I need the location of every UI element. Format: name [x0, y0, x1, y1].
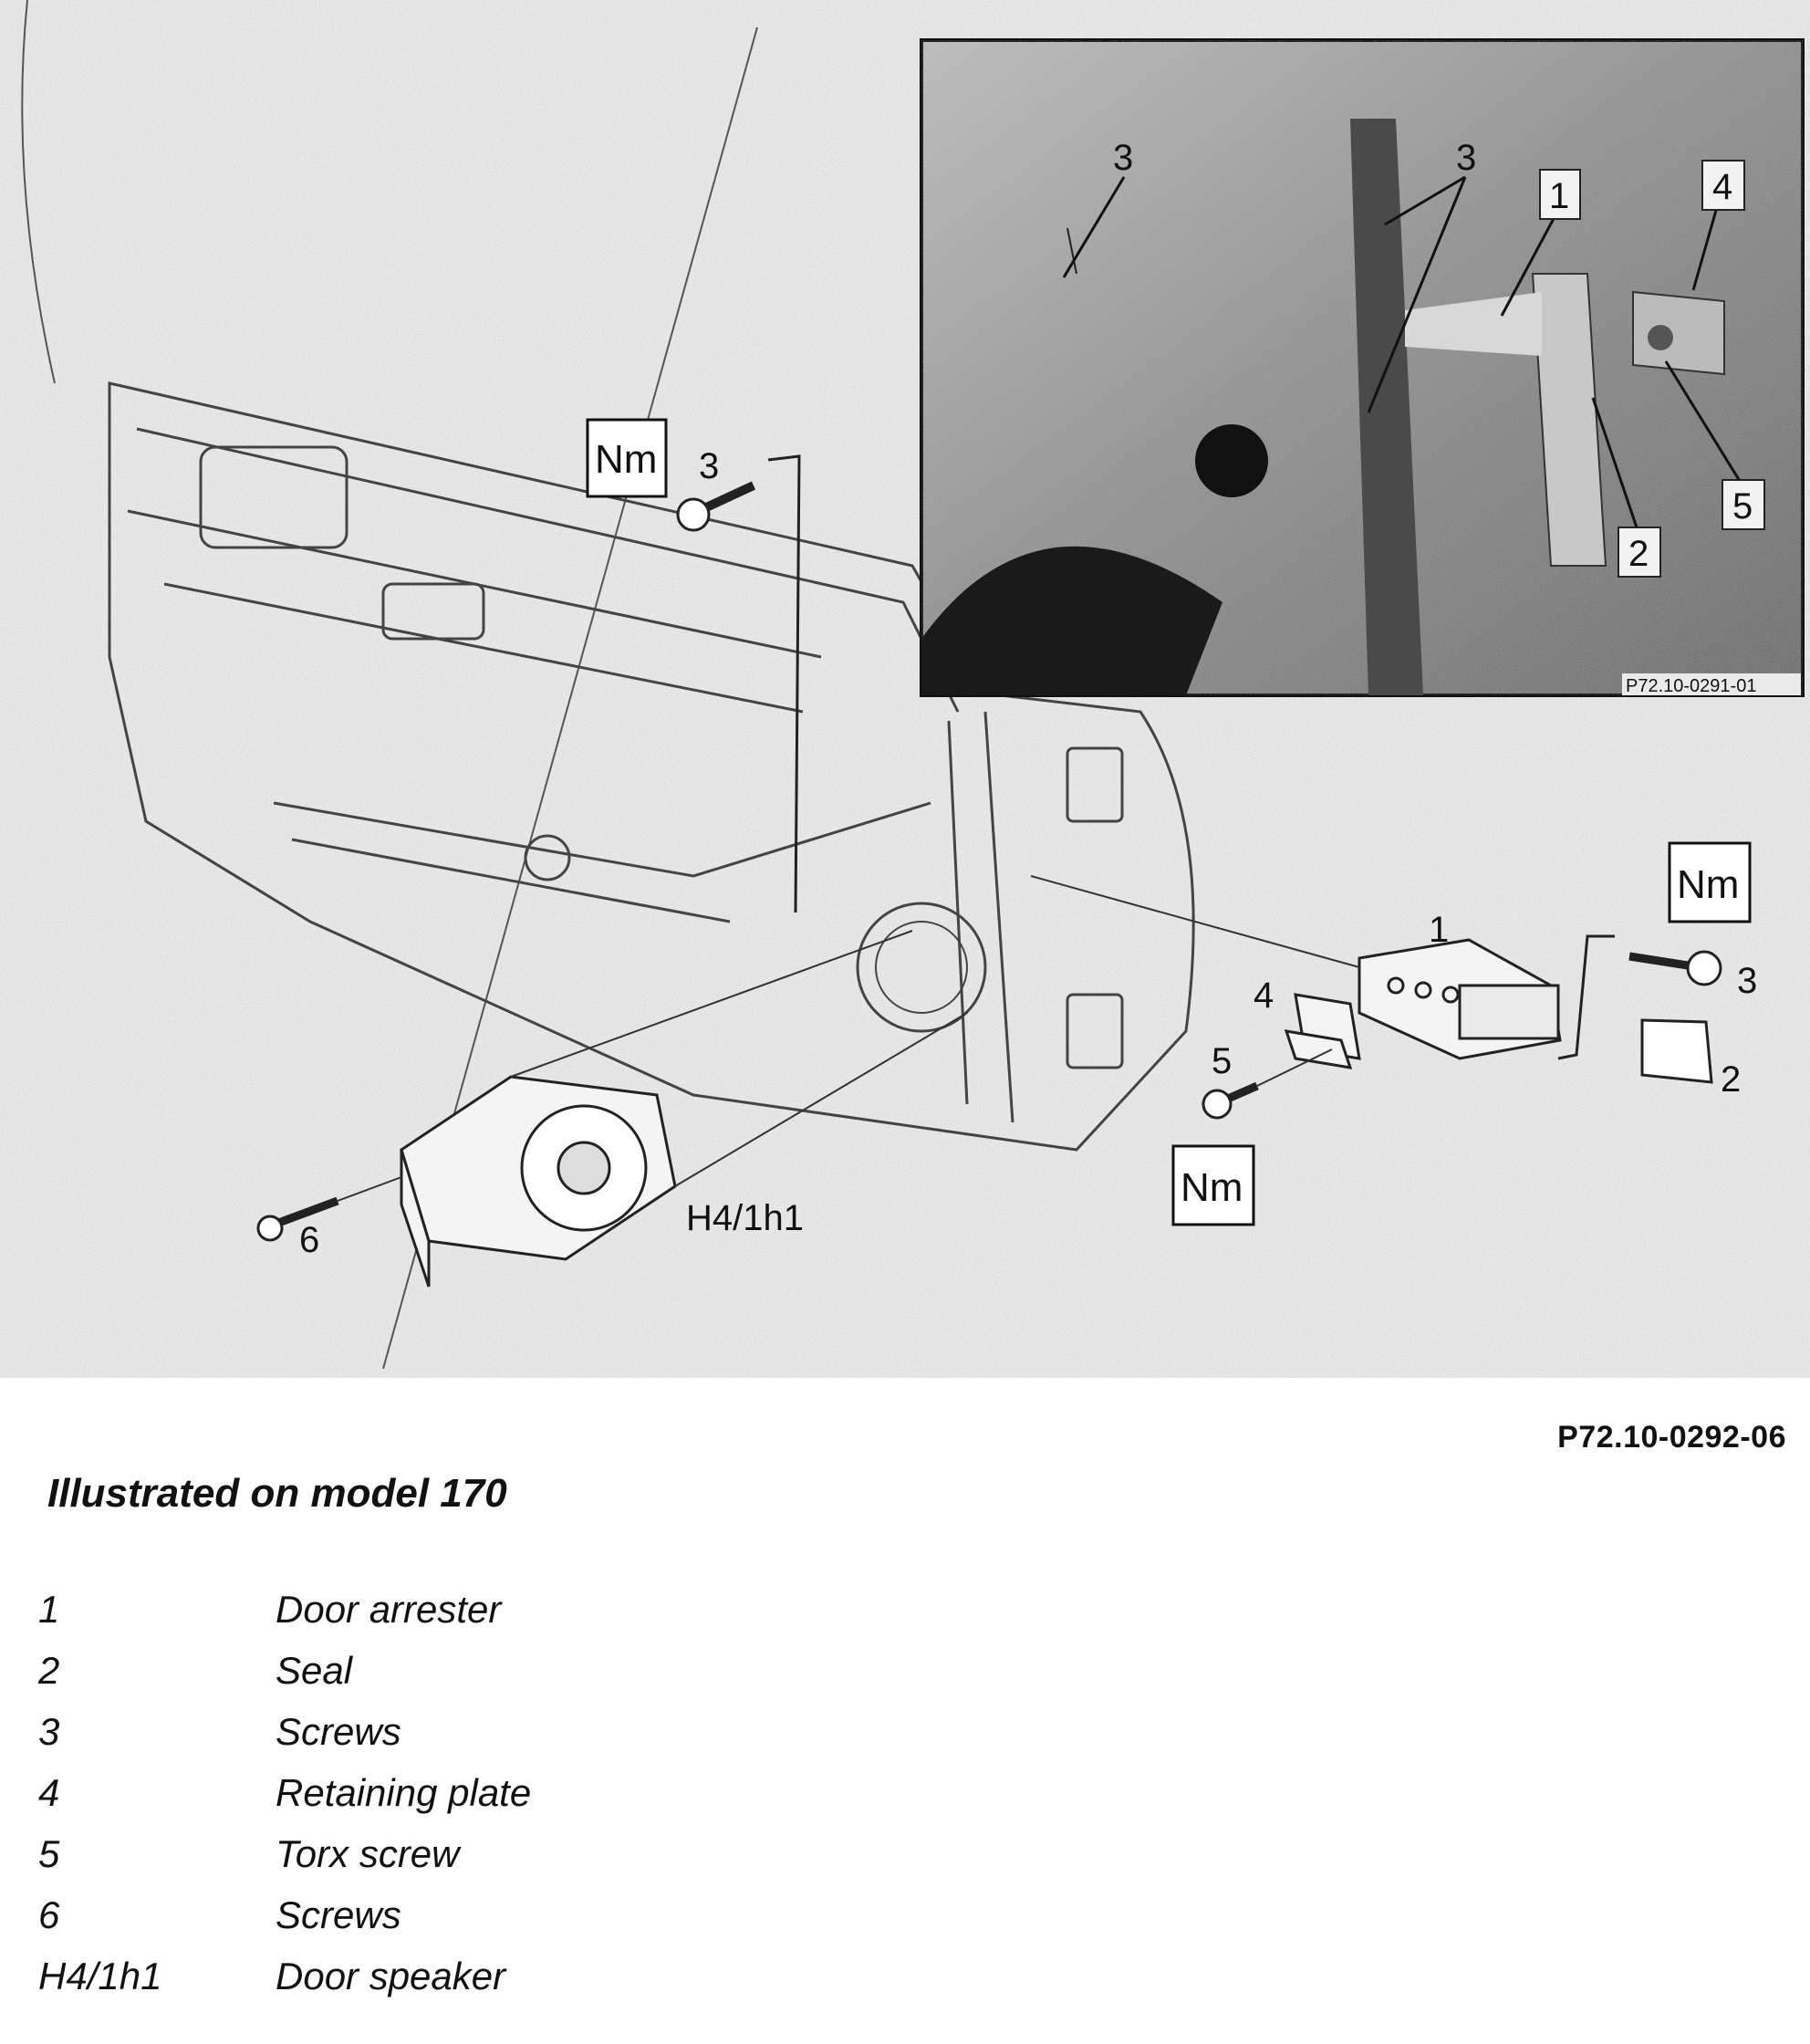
- photo-code: P72.10-0291-01: [1626, 676, 1756, 696]
- torque-box-right-label: Nm: [1677, 862, 1739, 907]
- photo-code-bg: [1622, 673, 1801, 695]
- callout-3-upper: 3: [699, 446, 719, 486]
- torque-box-right: Nm: [1668, 841, 1752, 923]
- retaining-plate: [1284, 993, 1361, 1069]
- photo-callout-3b: 3: [1456, 138, 1476, 178]
- torque-box-upper: Nm: [586, 418, 668, 498]
- door-speaker: [400, 1075, 677, 1288]
- photo-callout-5-box: [1722, 479, 1765, 530]
- legend-key: 6: [38, 1893, 60, 1936]
- legend-key: 2: [38, 1649, 60, 1692]
- screw-3-upper: [676, 454, 801, 913]
- speaker-opening-inner: [875, 921, 968, 1014]
- screw-6: [256, 1176, 402, 1242]
- photo-callout-1: 1: [1549, 176, 1569, 216]
- scan-bottom-edge: [0, 1378, 1810, 1405]
- legend-item: 6 Screws: [38, 1893, 859, 1955]
- legend-item: 2 Seal: [38, 1649, 859, 1710]
- legend-item: 4 Retaining plate: [38, 1771, 859, 1832]
- callout-2: 2: [1721, 1059, 1741, 1100]
- legend-text: Retaining plate: [276, 1771, 532, 1814]
- photo-callout-4-box: [1701, 160, 1745, 211]
- exploded-diagram: 3 3 1 4 5 2 P72.10-0291-01 Nm Nm Nm 3 1 …: [0, 0, 1810, 1405]
- torx-screw: [1201, 1048, 1333, 1120]
- speaker-opening: [856, 902, 987, 1033]
- guide-curve: [21, 0, 56, 384]
- legend-text: Screws: [276, 1893, 401, 1936]
- callout-1: 1: [1429, 910, 1449, 950]
- callout-3-right: 3: [1737, 961, 1757, 1001]
- legend-item: 3 Screws: [38, 1710, 859, 1771]
- photo-leaders: [1062, 175, 1744, 534]
- diagram-svg: 3 3 1 4 5 2 P72.10-0291-01 Nm Nm Nm 3 1 …: [0, 0, 1810, 1405]
- door-arrester: [1358, 938, 1562, 1060]
- legend-item: H4/1h1 Door speaker: [38, 1955, 859, 2016]
- legend-key: 1: [38, 1588, 60, 1631]
- legend-key: 4: [38, 1771, 60, 1814]
- seal: [1640, 1018, 1713, 1084]
- photo-callout-3a: 3: [1113, 138, 1133, 178]
- torque-box-upper-label: Nm: [595, 437, 657, 482]
- photo-callout-1-box: [1539, 169, 1581, 220]
- figure-caption: Illustrated on model 170: [47, 1471, 507, 1516]
- legend-key: 5: [38, 1832, 60, 1875]
- arrester-guide-line: [1030, 875, 1360, 968]
- legend-text: Screws: [276, 1710, 401, 1753]
- legend-key: H4/1h1: [38, 1955, 162, 1997]
- legend-key: 3: [38, 1710, 60, 1753]
- speaker-guide-lines: [510, 930, 968, 1187]
- photo-callout-5: 5: [1732, 486, 1753, 527]
- callout-5: 5: [1212, 1041, 1232, 1081]
- photo-callout-4: 4: [1712, 167, 1732, 207]
- legend: 1 Door arrester 2 Seal 3 Screws 4 Retain…: [38, 1588, 859, 2016]
- screw-3-right: [1557, 934, 1722, 1060]
- photo-callout-2-box: [1618, 527, 1661, 578]
- callout-4: 4: [1253, 975, 1274, 1016]
- figure-code: P72.10-0292-06: [1557, 1420, 1786, 1455]
- legend-text: Door arrester: [276, 1588, 502, 1631]
- legend-text: Door speaker: [276, 1955, 506, 1997]
- inset-photo: [920, 38, 1805, 697]
- legend-text: Seal: [276, 1649, 353, 1692]
- torque-box-lower: Nm: [1171, 1144, 1255, 1226]
- legend-text: Torx screw: [276, 1832, 460, 1875]
- legend-item: 1 Door arrester: [38, 1588, 859, 1649]
- photo-callout-2: 2: [1628, 534, 1649, 574]
- torque-box-lower-label: Nm: [1181, 1165, 1243, 1210]
- speaker-label: H4/1h1: [686, 1198, 804, 1238]
- callout-6: 6: [299, 1220, 319, 1260]
- legend-item: 5 Torx screw: [38, 1832, 859, 1893]
